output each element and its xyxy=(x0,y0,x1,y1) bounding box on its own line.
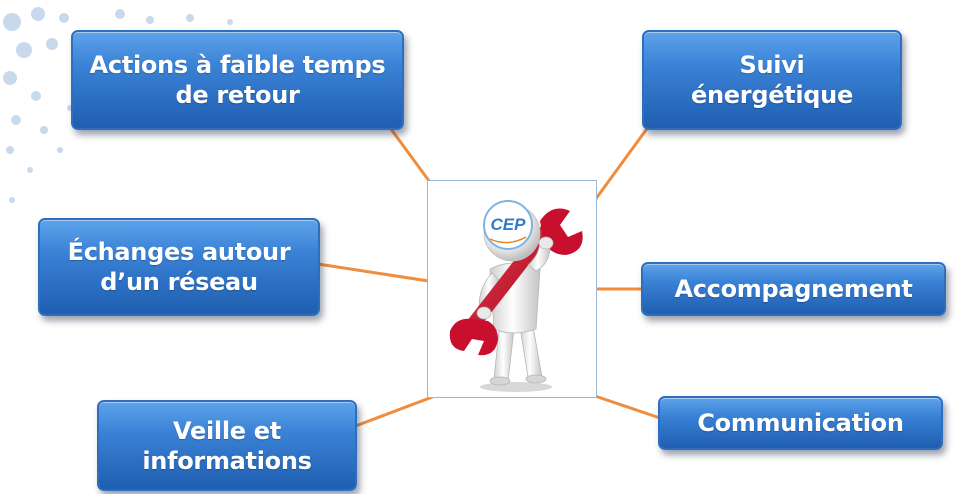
cep-logo: CEP xyxy=(483,200,533,250)
background-dot-pattern xyxy=(3,7,233,203)
box-communication: Communication xyxy=(658,396,943,450)
box-veille-informations: Veille et informations xyxy=(97,400,357,491)
center-illustration-frame: CEP xyxy=(427,180,597,398)
box-suivi-energetique: Suivi énergétique xyxy=(642,30,902,130)
svg-text:CEP: CEP xyxy=(491,215,527,234)
connector-veille xyxy=(343,394,437,432)
box-actions-faible-temps-retour: Actions à faible temps de retour xyxy=(71,30,404,130)
box-accompagnement: Accompagnement xyxy=(641,262,946,316)
connector-communication xyxy=(593,394,662,420)
mechanic-with-wrench-icon: CEP xyxy=(449,200,583,392)
box-echanges-reseau: Échanges autour d’un réseau xyxy=(38,218,320,316)
connector-echanges xyxy=(303,260,437,284)
